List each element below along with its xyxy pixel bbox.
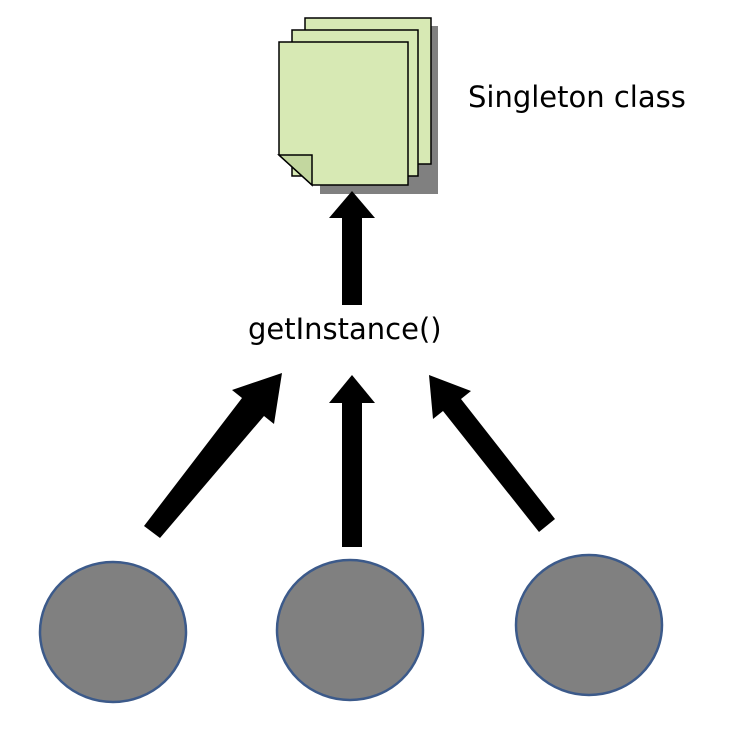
get-instance-label: getInstance() — [248, 312, 442, 346]
arrow-right-client — [429, 375, 555, 532]
page-front — [278, 41, 409, 186]
singleton-class-label: Singleton class — [468, 80, 686, 114]
client-circle — [514, 553, 664, 697]
page-fold — [277, 154, 313, 187]
arrow-middle-client — [329, 375, 375, 547]
arrow-to-singleton — [329, 191, 375, 305]
client-circle — [38, 560, 188, 704]
arrow-left-client — [144, 373, 282, 538]
client-circle — [275, 558, 425, 702]
stacked-documents-icon — [277, 17, 438, 194]
